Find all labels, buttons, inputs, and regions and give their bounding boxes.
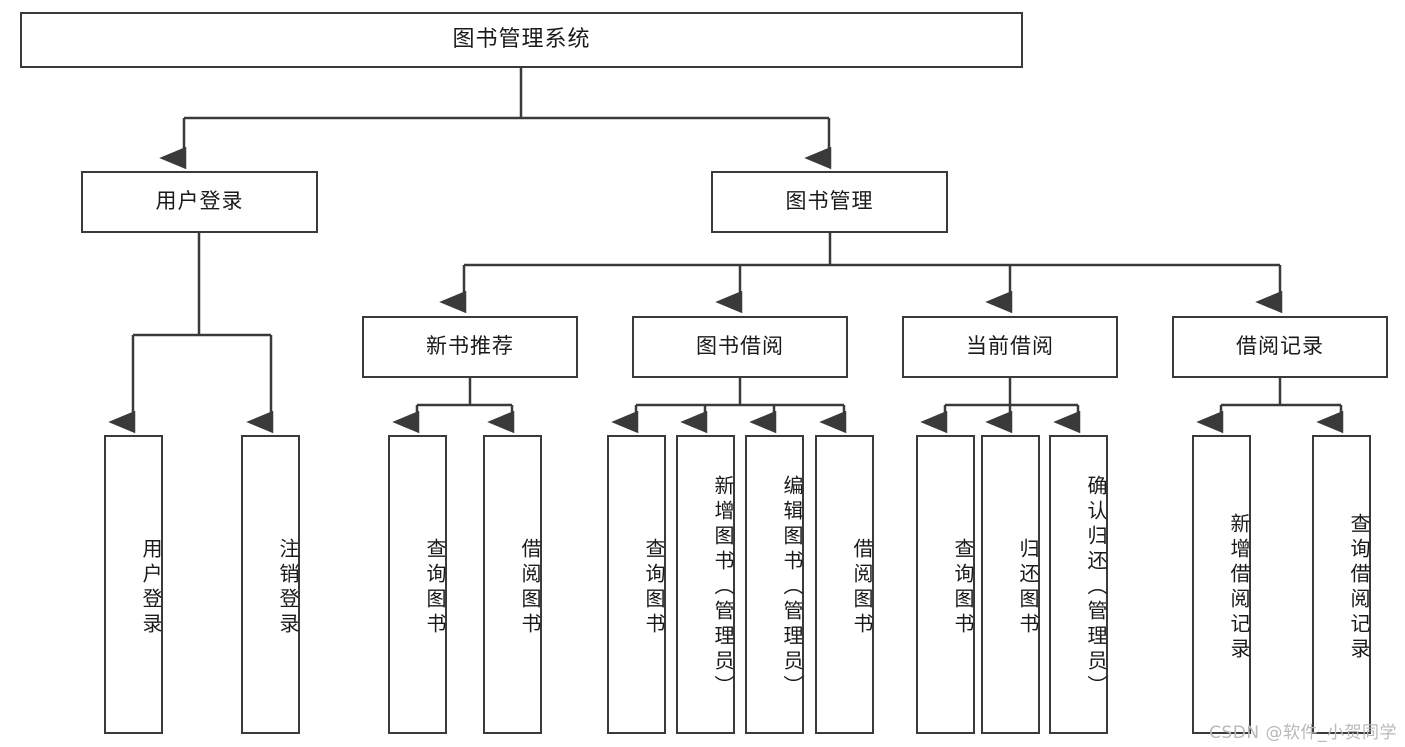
node-label: 借阅图书 — [850, 537, 874, 638]
node-label: 查询图书 — [951, 537, 975, 638]
node-leaf-query-record[interactable]: 查询借阅记录 — [1312, 435, 1371, 734]
node-label: 图书借阅 — [696, 334, 784, 359]
node-new-book-recommend[interactable]: 新书推荐 — [362, 316, 578, 378]
node-leaf-query-book-2[interactable]: 查询图书 — [607, 435, 666, 734]
node-leaf-confirm-return[interactable]: 确认归还（管理员） — [1049, 435, 1108, 734]
csdn-watermark: CSDN @软件_小贺同学 — [1209, 723, 1397, 743]
node-label: 用户登录 — [139, 537, 163, 638]
node-label: 当前借阅 — [966, 334, 1054, 359]
node-leaf-borrow-book-2[interactable]: 借阅图书 — [815, 435, 874, 734]
node-label: 图书管理系统 — [452, 26, 591, 52]
node-label: 图书管理 — [785, 189, 874, 214]
node-leaf-query-book-3[interactable]: 查询图书 — [916, 435, 975, 734]
node-label: 查询借阅记录 — [1347, 512, 1371, 663]
node-label: 确认归还（管理员） — [1084, 475, 1108, 700]
node-label: 借阅记录 — [1236, 334, 1324, 359]
node-label: 归还图书 — [1016, 537, 1040, 638]
node-user-login[interactable]: 用户登录 — [81, 171, 318, 233]
node-label: 查询图书 — [642, 537, 666, 638]
node-label: 新书推荐 — [426, 334, 514, 359]
node-leaf-query-book-1[interactable]: 查询图书 — [388, 435, 447, 734]
node-book-manage[interactable]: 图书管理 — [711, 171, 948, 233]
node-book-borrow[interactable]: 图书借阅 — [632, 316, 848, 378]
node-label: 新增借阅记录 — [1227, 512, 1251, 663]
node-label: 查询图书 — [423, 537, 447, 638]
node-label: 用户登录 — [155, 189, 244, 214]
node-label: 借阅图书 — [518, 537, 542, 638]
node-leaf-borrow-book-1[interactable]: 借阅图书 — [483, 435, 542, 734]
node-leaf-user-login[interactable]: 用户登录 — [104, 435, 163, 734]
node-root-system[interactable]: 图书管理系统 — [20, 12, 1023, 68]
node-borrow-record[interactable]: 借阅记录 — [1172, 316, 1388, 378]
node-leaf-add-book[interactable]: 新增图书（管理员） — [676, 435, 735, 734]
node-current-borrow[interactable]: 当前借阅 — [902, 316, 1118, 378]
node-label: 编辑图书（管理员） — [780, 475, 804, 700]
node-leaf-add-record[interactable]: 新增借阅记录 — [1192, 435, 1251, 734]
node-label: 注销登录 — [276, 537, 300, 638]
node-label: 新增图书（管理员） — [711, 475, 735, 700]
node-leaf-edit-book[interactable]: 编辑图书（管理员） — [745, 435, 804, 734]
node-leaf-return-book[interactable]: 归还图书 — [981, 435, 1040, 734]
node-leaf-logout-login[interactable]: 注销登录 — [241, 435, 300, 734]
